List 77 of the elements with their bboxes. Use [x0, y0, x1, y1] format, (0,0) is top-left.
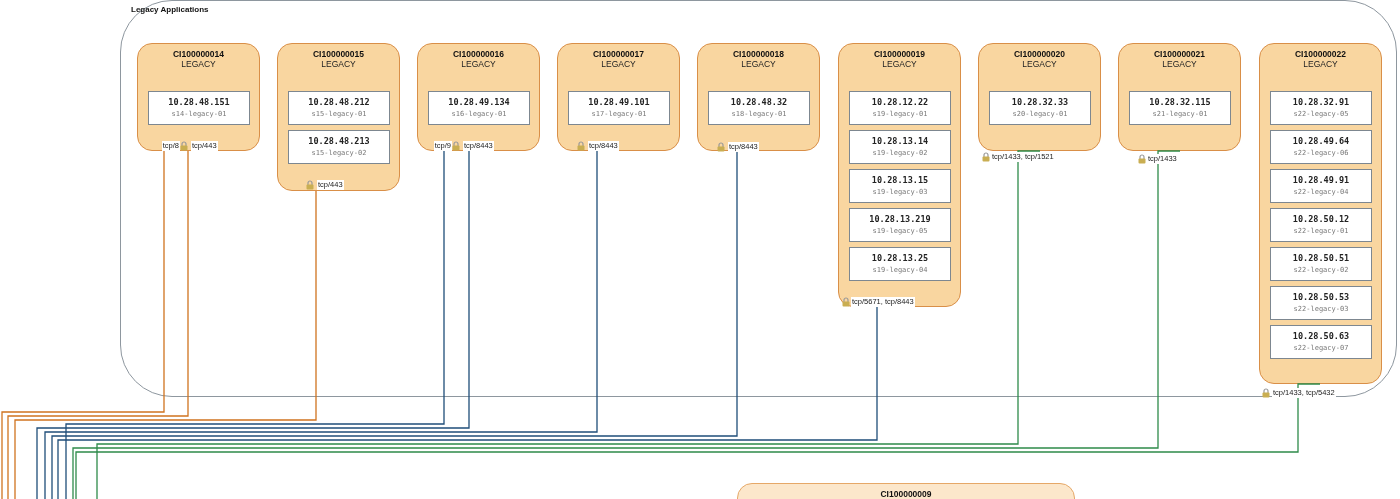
application-type: LEGACY	[1302, 59, 1339, 69]
ip-address: 10.28.13.219	[868, 214, 932, 224]
server-box	[1270, 91, 1372, 125]
ip-address: 10.28.12.22	[870, 97, 930, 107]
ip-address: 10.28.13.15	[870, 175, 930, 185]
connector-line	[75, 383, 1321, 499]
ip-address: 10.28.50.51	[1291, 253, 1351, 263]
application-card	[1118, 43, 1241, 151]
application-card	[417, 43, 540, 151]
group-title: Legacy Applications	[131, 5, 209, 14]
application-id: CI100000019	[872, 49, 926, 59]
ip-address: 10.28.49.64	[1291, 136, 1351, 146]
server-box	[1270, 247, 1372, 281]
connector-line	[14, 190, 317, 499]
server-box	[288, 130, 390, 164]
application-type: LEGACY	[881, 59, 918, 69]
ip-address: 10.28.48.212	[307, 97, 371, 107]
server-box	[708, 91, 810, 125]
application-card	[277, 43, 400, 191]
server-box	[849, 169, 951, 203]
application-id: CI100000017	[591, 49, 645, 59]
application-type: LEGACY	[460, 59, 497, 69]
group-frame	[120, 0, 1397, 397]
connector-line	[57, 306, 878, 499]
application-type: LEGACY	[180, 59, 217, 69]
ip-address: 10.28.13.14	[870, 136, 930, 146]
ip-address: 10.28.49.134	[447, 97, 511, 107]
server-box	[1129, 91, 1231, 125]
application-id: CI100000018	[731, 49, 785, 59]
server-box	[1270, 169, 1372, 203]
ip-address: 10.28.50.53	[1291, 292, 1351, 302]
ip-address: 10.28.48.213	[307, 136, 371, 146]
server-box	[849, 247, 951, 281]
application-id: CI100000009	[879, 489, 933, 499]
server-box	[148, 91, 250, 125]
application-type: LEGACY	[1021, 59, 1058, 69]
application-type: LEGACY	[1161, 59, 1198, 69]
application-id: CI100000015	[311, 49, 365, 59]
ip-address: 10.28.48.32	[729, 97, 789, 107]
server-box	[849, 91, 951, 125]
server-box	[849, 130, 951, 164]
application-card	[838, 43, 961, 307]
server-box	[849, 208, 951, 242]
application-card	[1259, 43, 1382, 384]
ip-address: 10.28.50.63	[1291, 331, 1351, 341]
ip-address: 10.28.48.151	[167, 97, 231, 107]
server-box	[288, 91, 390, 125]
server-box	[1270, 130, 1372, 164]
server-box	[1270, 286, 1372, 320]
application-card	[697, 43, 820, 151]
server-box	[1270, 325, 1372, 359]
application-card	[137, 43, 260, 151]
application-type: LEGACY	[740, 59, 777, 69]
application-id: CI100000021	[1152, 49, 1206, 59]
ip-address: 10.28.32.115	[1148, 97, 1212, 107]
application-id: CI100000020	[1012, 49, 1066, 59]
application-id: CI100000016	[451, 49, 505, 59]
application-type: LEGACY	[600, 59, 637, 69]
application-type: LEGACY	[320, 59, 357, 69]
ip-address: 10.28.49.91	[1291, 175, 1351, 185]
ip-address: 10.28.32.33	[1010, 97, 1070, 107]
server-box	[989, 91, 1091, 125]
application-id: CI100000014	[171, 49, 225, 59]
server-box	[1270, 208, 1372, 242]
server-box	[568, 91, 670, 125]
connector-line	[1, 150, 165, 499]
application-card	[978, 43, 1101, 151]
application-card	[557, 43, 680, 151]
application-id: CI100000022	[1293, 49, 1347, 59]
connector-line	[7, 150, 189, 499]
connector-line	[44, 150, 598, 499]
ip-address: 10.28.32.91	[1291, 97, 1351, 107]
connector-line	[51, 150, 738, 499]
ip-address: 10.28.49.101	[587, 97, 651, 107]
ip-address: 10.28.50.12	[1291, 214, 1351, 224]
server-box	[428, 91, 530, 125]
ip-address: 10.28.13.25	[870, 253, 930, 263]
